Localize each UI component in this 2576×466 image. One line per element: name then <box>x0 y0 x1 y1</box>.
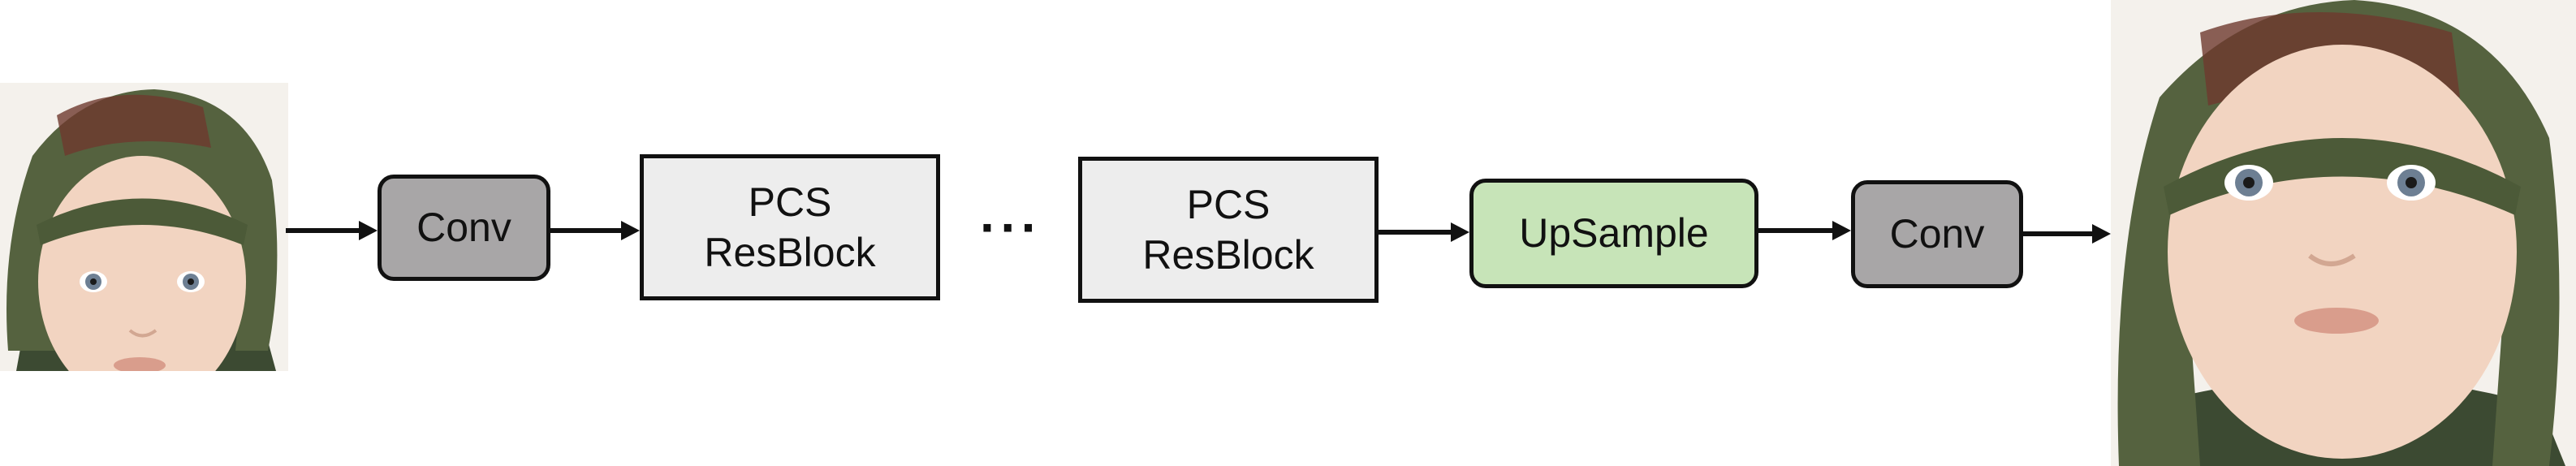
conv-block-1-label: Conv <box>416 205 511 251</box>
ellipsis: ··· <box>980 198 1042 257</box>
input-image <box>0 83 288 371</box>
conv-block-2: Conv <box>1851 180 2023 288</box>
upsample-block: UpSample <box>1469 179 1758 288</box>
pcs-resblock-1-line1: PCS <box>748 179 832 225</box>
arrowhead-input-to-conv <box>359 221 378 240</box>
baby-face-high-res-photo <box>2111 0 2576 466</box>
arrowhead-conv-to-output <box>2092 224 2111 244</box>
pcs-resblock-2: PCS ResBlock <box>1078 157 1379 303</box>
pcs-resblock-1: PCS ResBlock <box>640 154 940 300</box>
conv-block-1: Conv <box>378 175 550 281</box>
upsample-block-label: UpSample <box>1519 210 1709 257</box>
pcs-resblock-2-line1: PCS <box>1186 181 1271 227</box>
output-image <box>2111 0 2576 466</box>
arrowhead-upsample-to-conv <box>1832 221 1851 240</box>
arrowhead-resblock-to-upsample <box>1451 222 1469 242</box>
arrowhead-conv-to-resblock <box>621 221 640 240</box>
pcs-resblock-1-line2: ResBlock <box>704 230 876 275</box>
conv-block-2-label: Conv <box>1889 211 1985 257</box>
baby-face-low-res-photo <box>0 83 288 371</box>
pcs-resblock-2-line2: ResBlock <box>1142 232 1314 278</box>
